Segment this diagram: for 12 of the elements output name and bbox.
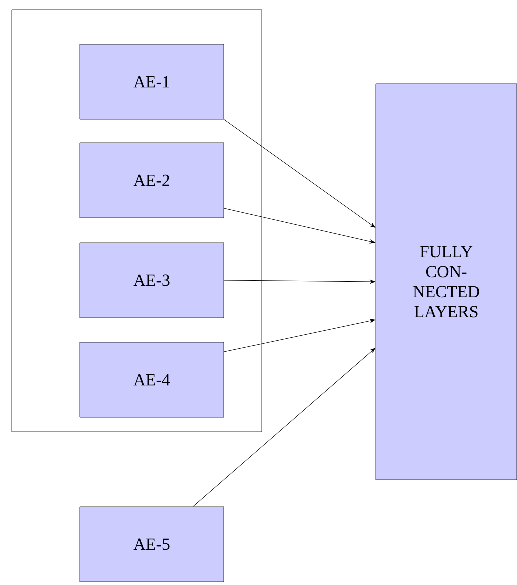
arrow <box>192 348 376 508</box>
process-box: AE-5 <box>80 506 224 582</box>
arrow <box>224 119 376 228</box>
arrow <box>224 319 376 352</box>
arrow <box>224 208 376 244</box>
group-frame <box>12 10 262 432</box>
process-box: AE-2 <box>80 142 224 218</box>
process-box: AE-1 <box>80 44 224 120</box>
process-box: AE-4 <box>80 342 224 418</box>
arrow <box>224 280 376 284</box>
process-box: AE-3 <box>80 242 224 318</box>
process-box: FULLY CON- NECTED LAYERS <box>376 84 517 480</box>
